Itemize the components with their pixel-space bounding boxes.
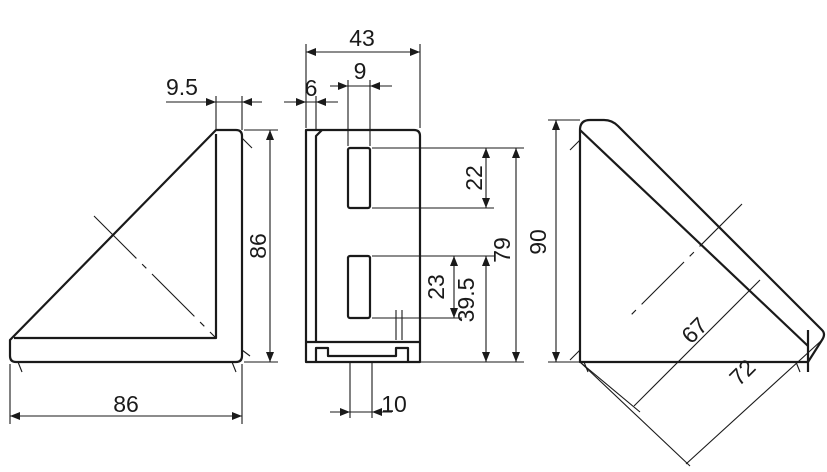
dim-label-9: 9 — [354, 58, 367, 84]
dim-label-86-vertical: 86 — [245, 233, 271, 259]
left-view-outline — [8, 128, 244, 364]
front-view-outline — [304, 128, 422, 364]
left-view-foot-bottom-right — [231, 361, 237, 373]
dim-label-86-horizontal: 86 — [113, 391, 139, 417]
upper-slot — [346, 146, 372, 210]
dim-label-9-5: 9.5 — [166, 74, 198, 100]
dim-label-6: 6 — [305, 75, 318, 101]
dim-label-90: 90 — [525, 229, 551, 255]
front-view — [304, 128, 422, 418]
dim-label-10: 10 — [381, 391, 407, 417]
front-view-base-tab — [314, 346, 410, 362]
dim-front-slot-width: 9 — [330, 58, 392, 146]
left-view — [8, 128, 253, 373]
left-view-foot-top — [241, 137, 253, 149]
dim-left-height: 86 — [244, 129, 278, 363]
right-view-centerline — [627, 203, 743, 319]
dim-lower-slot-height: 23 — [372, 255, 462, 319]
left-view-centerline — [93, 215, 217, 339]
right-view-inner-diagonal — [579, 129, 809, 347]
dim-left-top-offset: 9.5 — [166, 74, 262, 130]
right-view-outline — [578, 118, 826, 364]
left-view-foot-bottom-left — [17, 361, 23, 373]
dim-label-39-5: 39.5 — [453, 278, 479, 323]
lower-slot — [346, 254, 372, 320]
dim-label-43: 43 — [349, 25, 375, 51]
front-view-left-wall — [314, 129, 323, 342]
dim-diagonal-outer: 72 — [579, 339, 823, 467]
dim-label-67: 67 — [676, 312, 712, 348]
dim-right-height: 90 — [525, 119, 580, 363]
dim-label-22: 22 — [461, 165, 487, 191]
dim-label-23: 23 — [423, 274, 449, 300]
dim-front-offset: 6 — [284, 75, 338, 130]
dim-label-79: 79 — [489, 237, 515, 263]
dim-tab-width: 10 — [330, 391, 407, 417]
right-view — [569, 118, 826, 373]
dim-lower-slot-position: 39.5 — [420, 255, 494, 363]
dim-upper-slot-height: 22 — [372, 147, 494, 209]
dim-front-width: 43 — [305, 25, 421, 128]
dim-front-total-height: 79 — [422, 147, 524, 363]
dim-label-72: 72 — [724, 354, 760, 390]
dim-left-width: 86 — [9, 364, 243, 424]
left-view-foot-right — [241, 349, 251, 357]
dim-diagonal-inner: 67 — [579, 279, 761, 413]
